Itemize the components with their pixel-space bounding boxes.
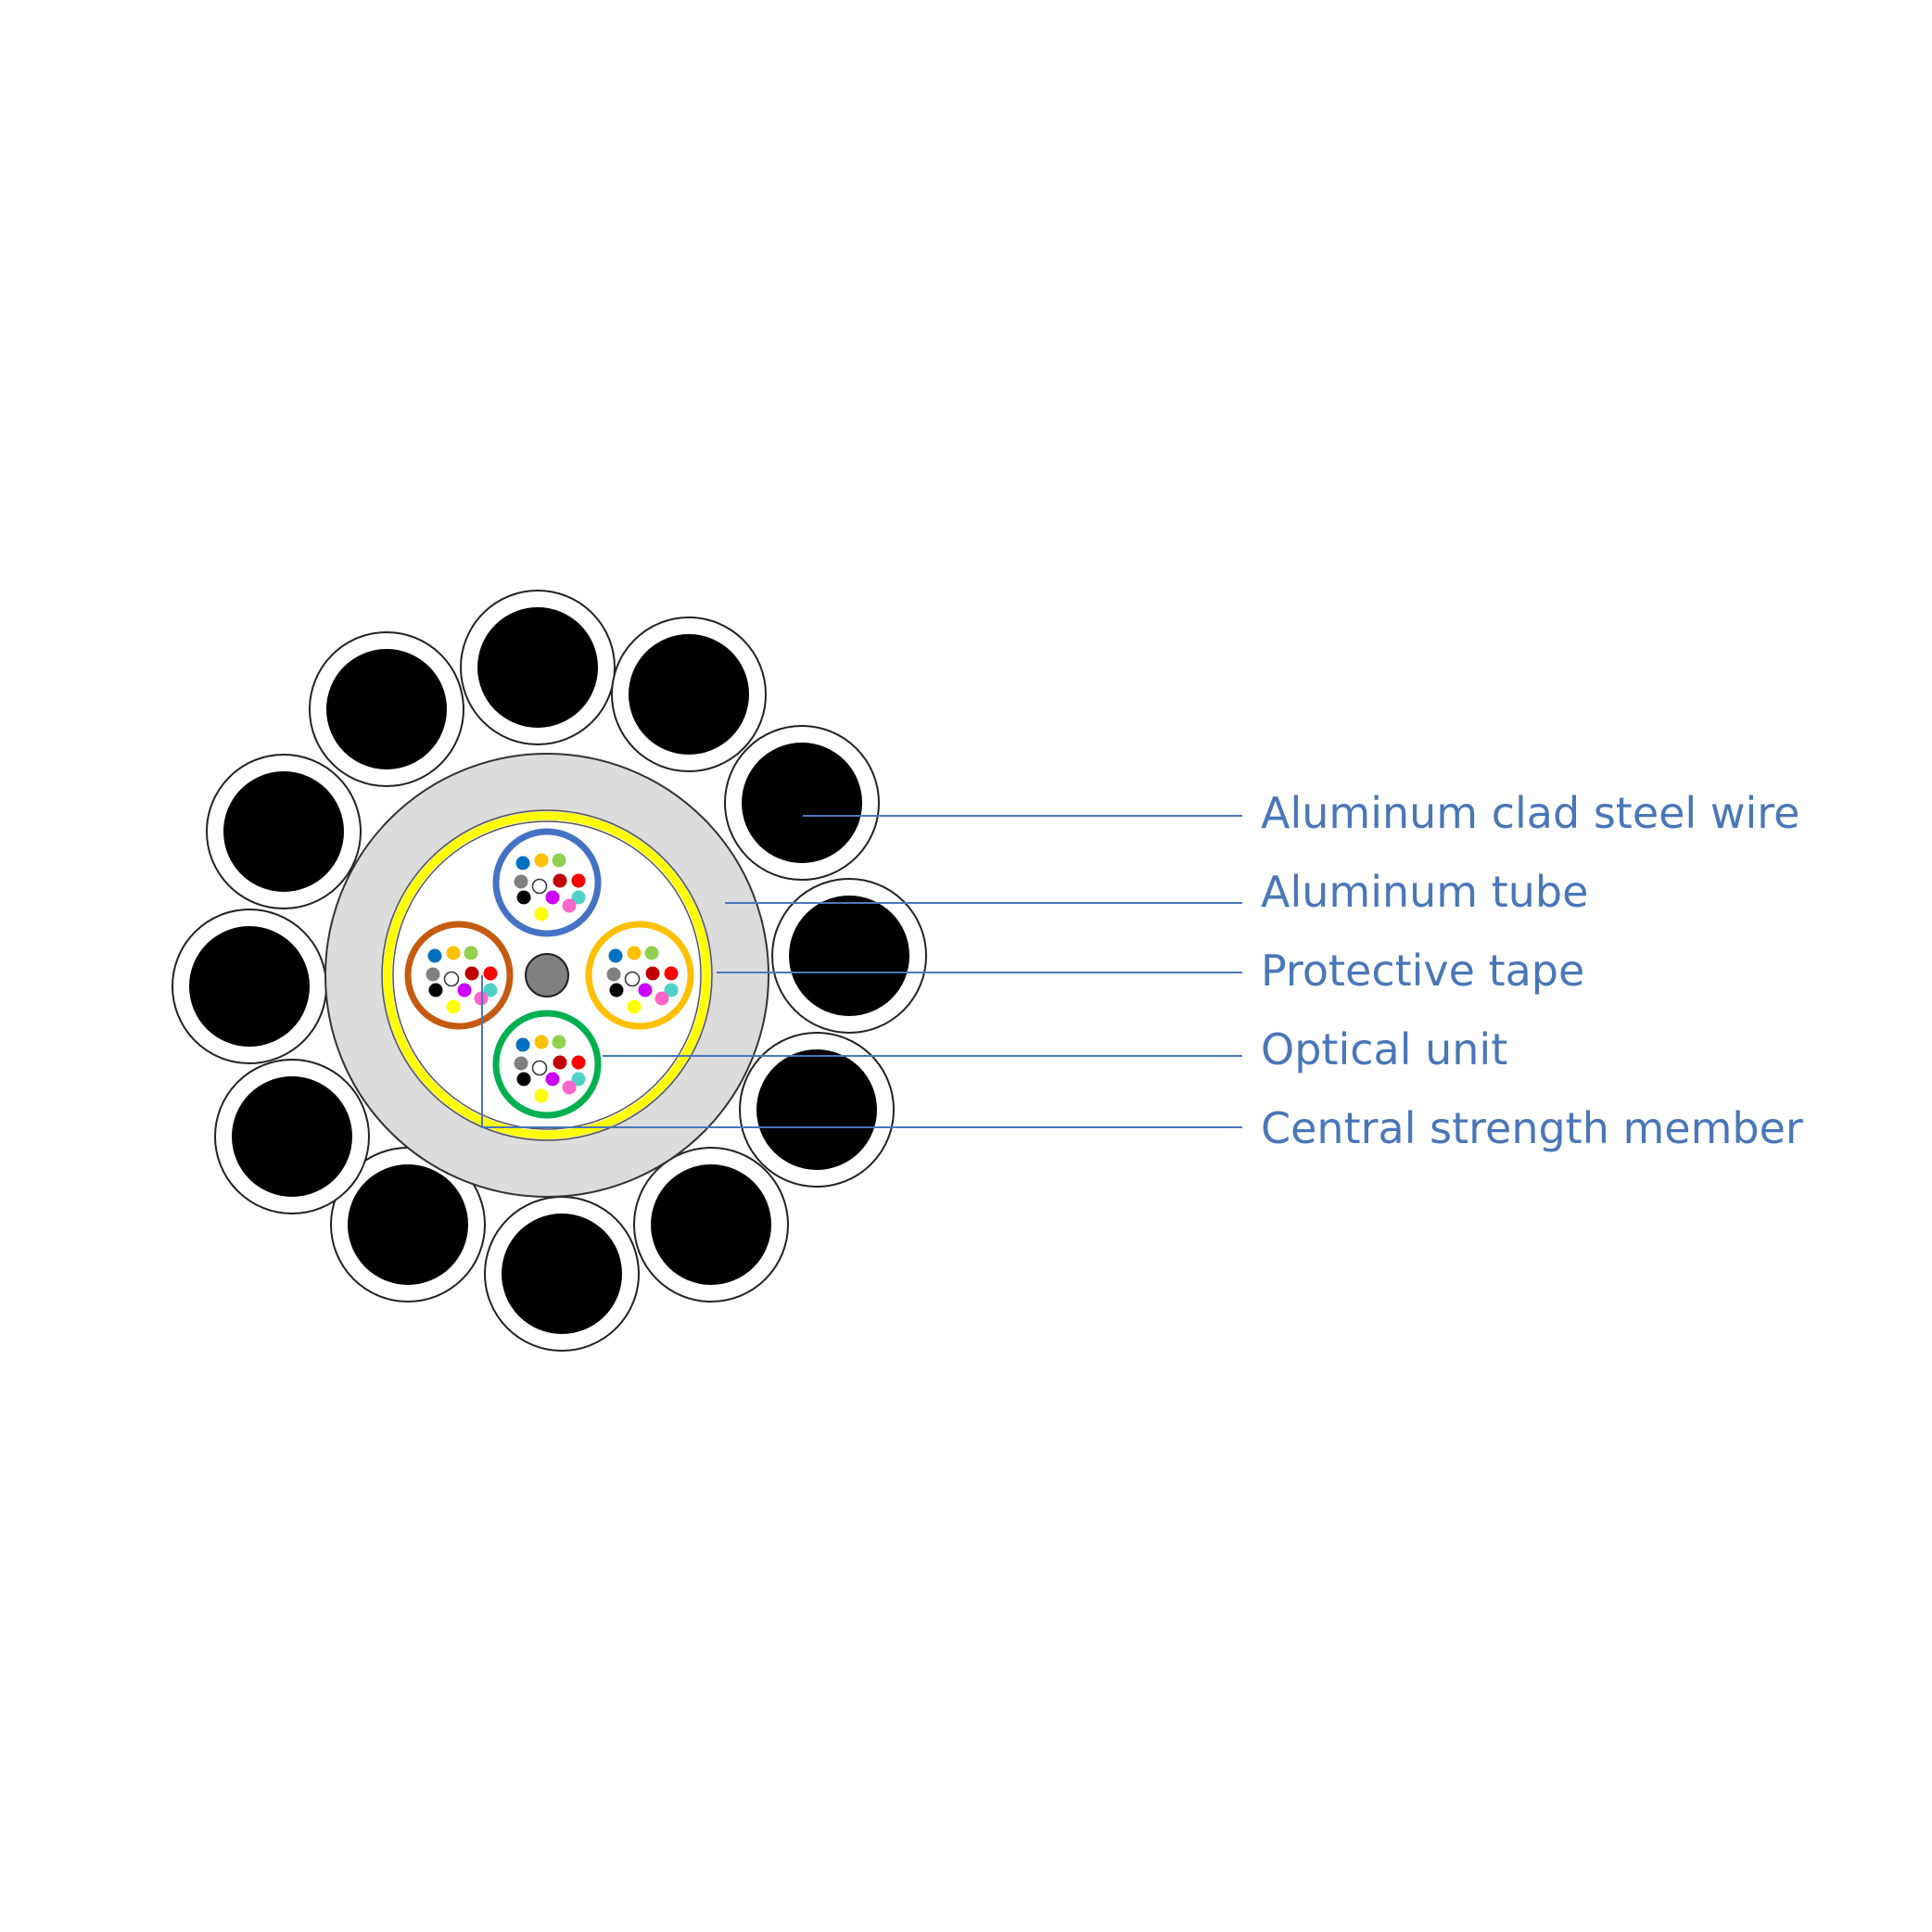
fiber-4-11 <box>446 999 461 1014</box>
central-strength-member <box>525 953 569 998</box>
steel-wire-core-4 <box>789 896 909 1016</box>
fiber-4-4 <box>426 967 440 982</box>
fiber-1-11 <box>534 907 549 922</box>
fiber-3-9 <box>545 1072 560 1087</box>
fiber-4-10 <box>483 983 498 998</box>
fiber-3-6 <box>553 1055 567 1070</box>
fiber-4-5 <box>443 971 460 987</box>
fiber-1-7 <box>571 873 586 888</box>
optical-units <box>404 828 694 1119</box>
steel-wire-core-3 <box>742 743 862 863</box>
fiber-2-10 <box>664 983 679 998</box>
fiber-4-8 <box>428 983 443 998</box>
steel-wire-core-12 <box>326 649 447 769</box>
fiber-1-8 <box>516 890 531 905</box>
steel-wire-core-8 <box>348 1164 468 1285</box>
fiber-1-4 <box>514 874 528 889</box>
steel-wire-core-2 <box>629 634 749 755</box>
label-aluminum-tube: Aluminum tube <box>1261 867 1588 917</box>
fiber-4-6 <box>464 966 479 981</box>
fiber-1-2 <box>534 853 549 868</box>
fiber-1-9 <box>545 890 560 905</box>
steel-wire-core-1 <box>477 607 598 728</box>
fiber-2-2 <box>627 946 642 960</box>
fiber-2-6 <box>645 966 660 981</box>
label-optical-unit: Optical unit <box>1261 1024 1507 1074</box>
protective-tape-outer-edge <box>381 809 713 1141</box>
steel-wire-core-11 <box>223 771 344 892</box>
fiber-1-3 <box>552 853 566 868</box>
fiber-3-5 <box>531 1060 548 1076</box>
fiber-1-10 <box>571 890 586 905</box>
fiber-1-6 <box>553 873 567 888</box>
fiber-2-5 <box>624 971 641 987</box>
fiber-2-9 <box>638 983 653 998</box>
fiber-3-10 <box>571 1072 586 1087</box>
fiber-3-4 <box>514 1056 528 1071</box>
aluminum-clad-steel-wires <box>172 590 927 1352</box>
fiber-3-11 <box>534 1088 549 1103</box>
fiber-2-3 <box>644 946 659 960</box>
fiber-2-1 <box>608 948 623 963</box>
fiber-4-3 <box>464 946 478 960</box>
leader-line-5 <box>481 975 1242 1128</box>
fiber-1-1 <box>515 856 530 871</box>
steel-wire-core-9 <box>232 1076 352 1197</box>
fiber-4-1 <box>427 948 442 963</box>
fiber-1-12 <box>562 898 577 913</box>
callout-labels: Aluminum clad steel wire Aluminum tube P… <box>1261 788 1803 1153</box>
label-central-strength-member: Central strength member <box>1261 1103 1803 1153</box>
fiber-2-12 <box>655 991 669 1006</box>
protective-tape-inner-edge <box>392 820 702 1130</box>
fiber-2-11 <box>627 999 642 1014</box>
fiber-4-9 <box>457 983 472 998</box>
fiber-2-4 <box>606 967 621 982</box>
steel-wire-core-7 <box>502 1214 622 1334</box>
fiber-3-1 <box>515 1037 530 1052</box>
steel-wire-core-6 <box>651 1164 771 1285</box>
fiber-4-2 <box>446 946 461 960</box>
steel-wire-core-10 <box>189 926 310 1047</box>
fiber-1-5 <box>531 878 548 895</box>
fiber-3-8 <box>516 1072 531 1087</box>
fiber-3-2 <box>534 1035 549 1049</box>
fiber-2-8 <box>609 983 624 998</box>
fiber-3-12 <box>562 1080 577 1095</box>
fiber-3-3 <box>552 1035 566 1049</box>
fiber-3-7 <box>571 1055 586 1070</box>
fiber-2-7 <box>664 966 679 981</box>
fiber-4-7 <box>483 966 498 981</box>
label-protective-tape: Protective tape <box>1261 946 1584 996</box>
label-aluminum-clad-steel-wire: Aluminum clad steel wire <box>1261 788 1799 838</box>
steel-wire-core-5 <box>756 1049 877 1170</box>
leader-lines <box>481 815 1242 1128</box>
